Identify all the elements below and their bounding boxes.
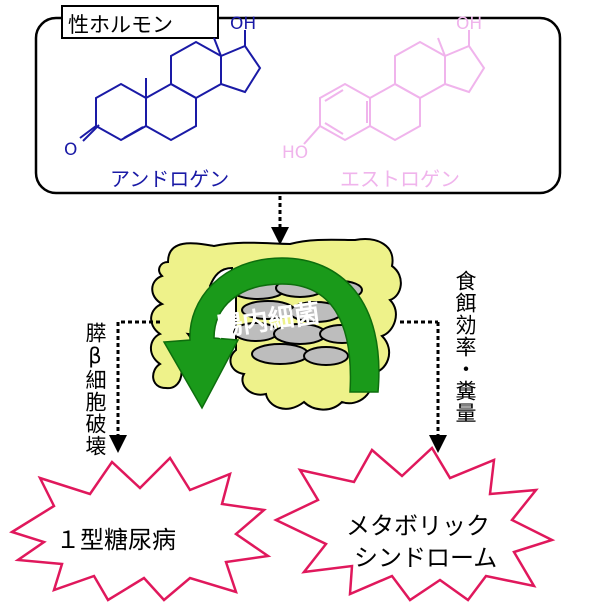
type1-diabetes-label: １型糖尿病 xyxy=(56,526,176,554)
right-path-label: 食餌効率・糞量 xyxy=(453,270,477,424)
right-outcome-burst xyxy=(273,446,556,602)
hormone-title-box xyxy=(61,5,219,39)
androgen-ketone-label: O xyxy=(64,140,78,160)
estrogen-name: エストロゲン xyxy=(340,167,460,191)
androgen-structure xyxy=(79,30,262,142)
metabolic-syndrome-label-line1: メタボリック xyxy=(346,512,490,540)
androgen-oh-label: OH xyxy=(230,14,257,34)
left-path-arrow xyxy=(109,320,160,453)
estrogen-oh-label: OH xyxy=(456,14,483,34)
estrogen-structure xyxy=(303,30,486,145)
bacteria-cycle-arrow xyxy=(162,257,380,410)
left-outcome-burst xyxy=(9,456,272,602)
hormone-box xyxy=(34,16,562,195)
hormone-box-title: 性ホルモン xyxy=(68,13,173,37)
right-path-arrow xyxy=(400,320,447,453)
metabolic-syndrome-label-line2: シンドローム xyxy=(354,544,498,572)
androgen-name: アンドロゲン xyxy=(110,167,230,191)
left-path-label: 膵β細胞破壊 xyxy=(83,322,107,457)
estrogen-ho-label: HO xyxy=(282,143,309,163)
